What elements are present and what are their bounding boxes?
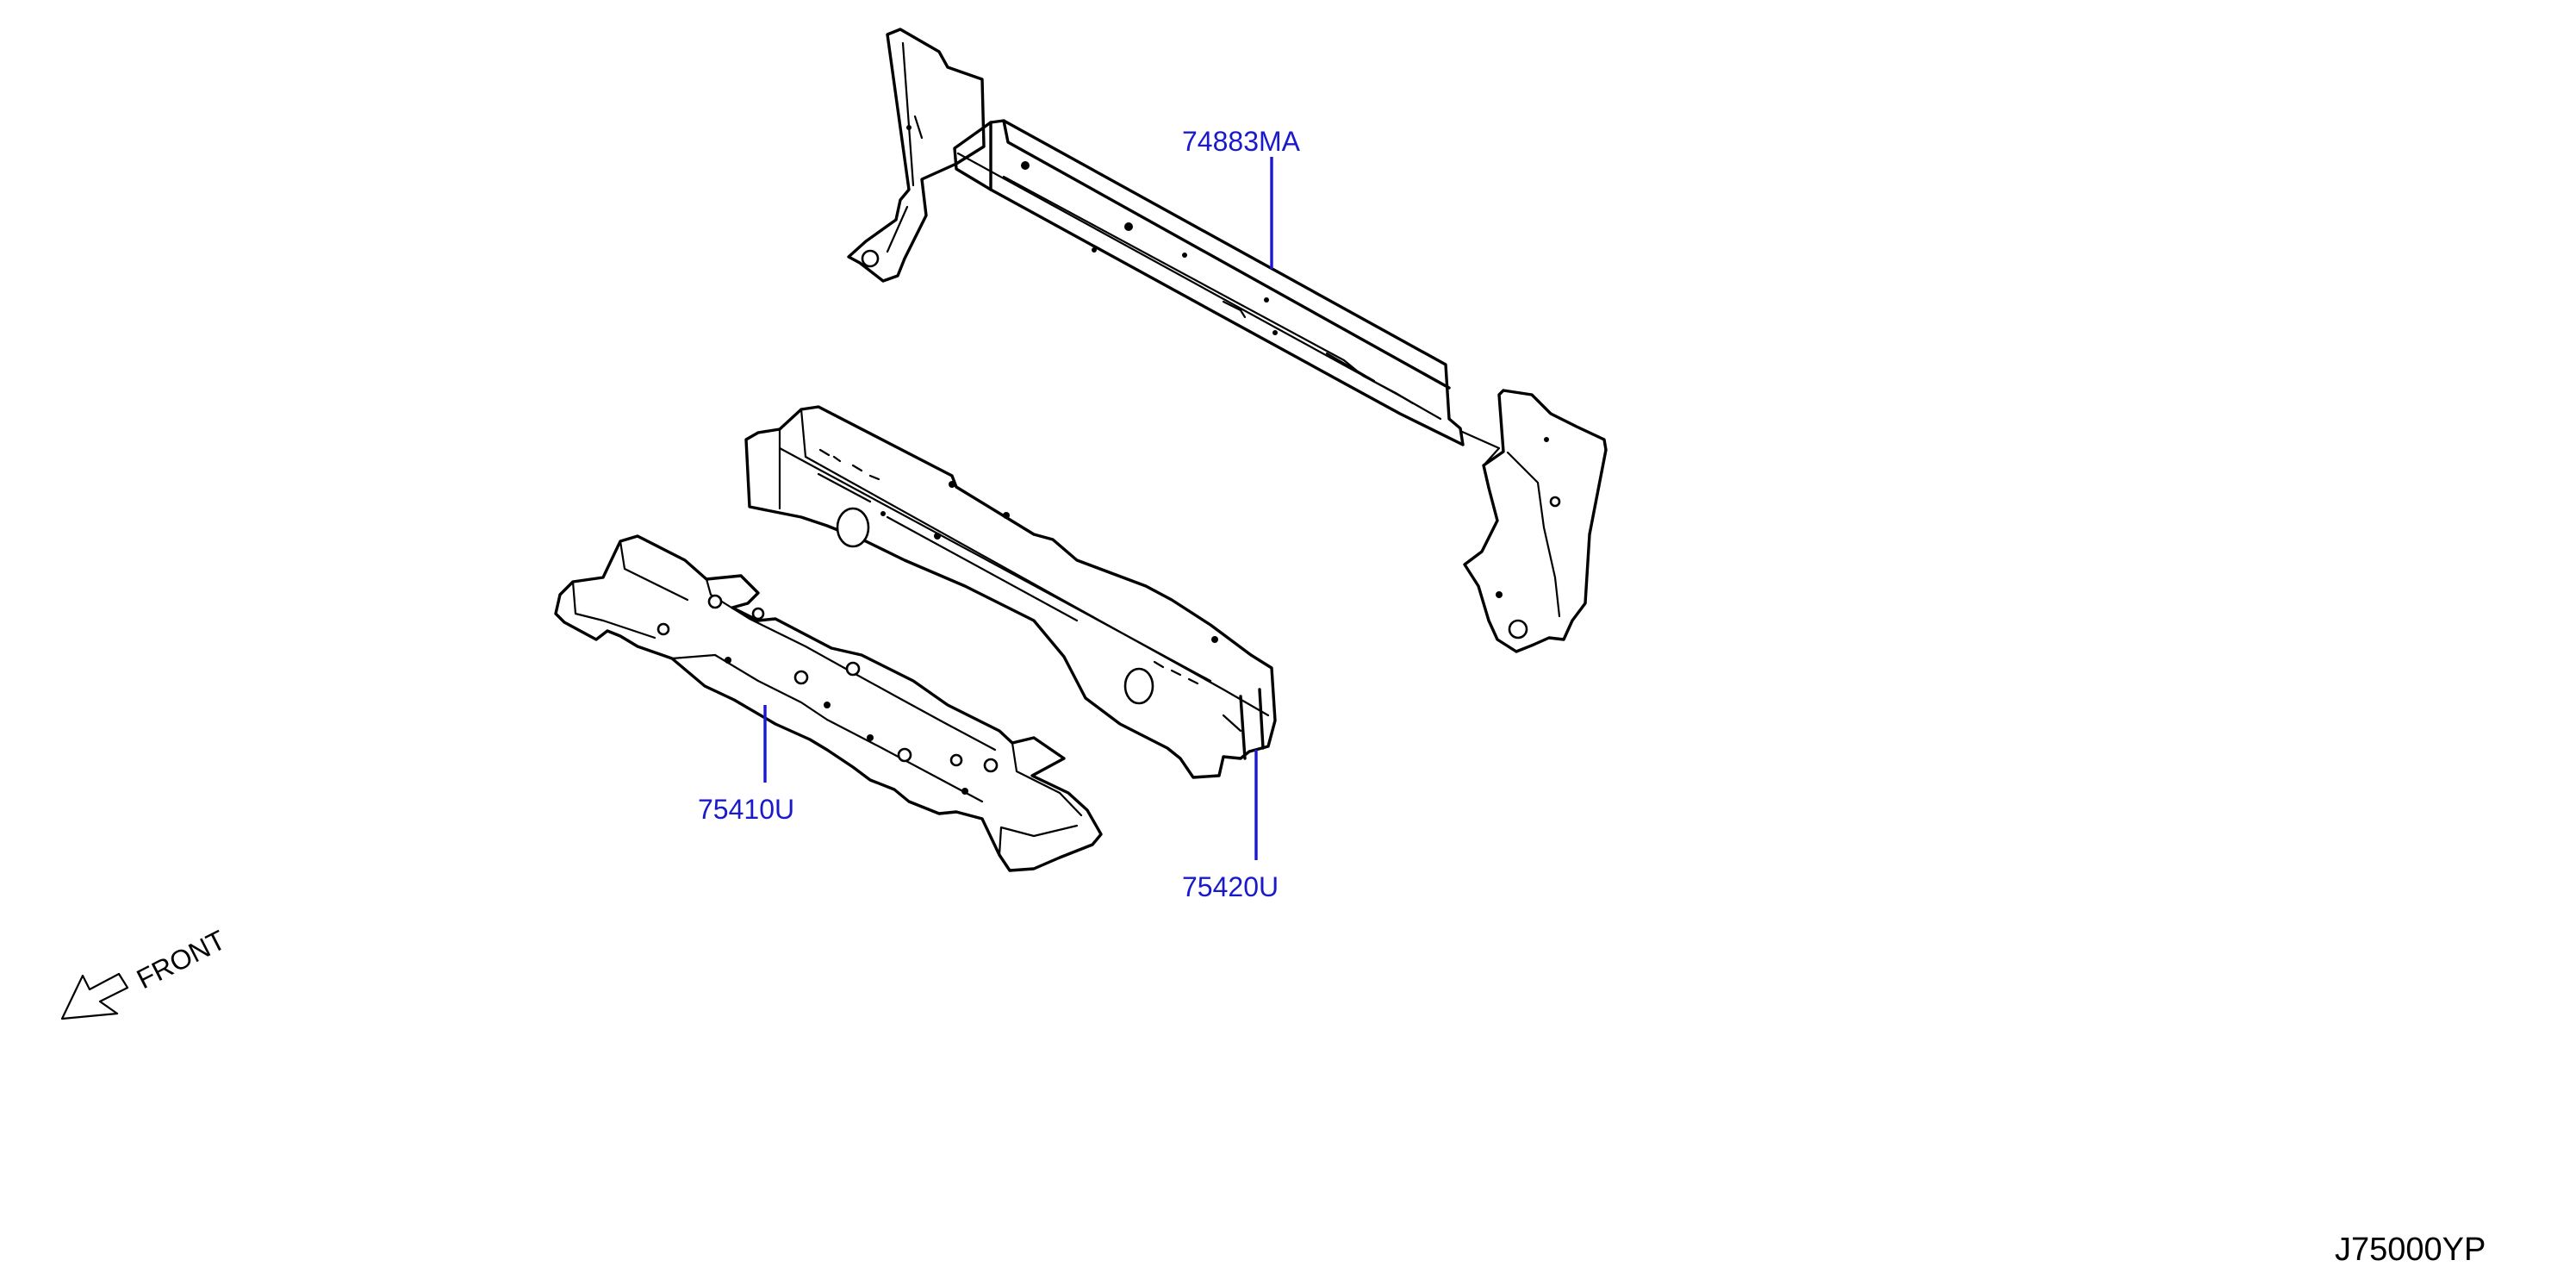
part-74883MA-crossmember xyxy=(847,28,1608,653)
callout-label-75410U: 75410U xyxy=(698,794,794,825)
diagram-code: J75000YP xyxy=(2335,1232,2486,1268)
front-arrow-icon xyxy=(60,972,129,1020)
callout-75420U: 75420U xyxy=(1182,750,1279,902)
callout-label-74883MA: 74883MA xyxy=(1182,126,1301,157)
front-orientation-indicator: FRONT xyxy=(60,924,231,1020)
callout-label-75420U: 75420U xyxy=(1182,871,1279,902)
callout-75410U: 75410U xyxy=(698,705,794,825)
callout-74883MA: 74883MA xyxy=(1182,126,1301,269)
part-75420U-center-member xyxy=(744,405,1277,779)
front-label: FRONT xyxy=(132,924,231,995)
part-75410U-lower-member xyxy=(554,534,1103,872)
